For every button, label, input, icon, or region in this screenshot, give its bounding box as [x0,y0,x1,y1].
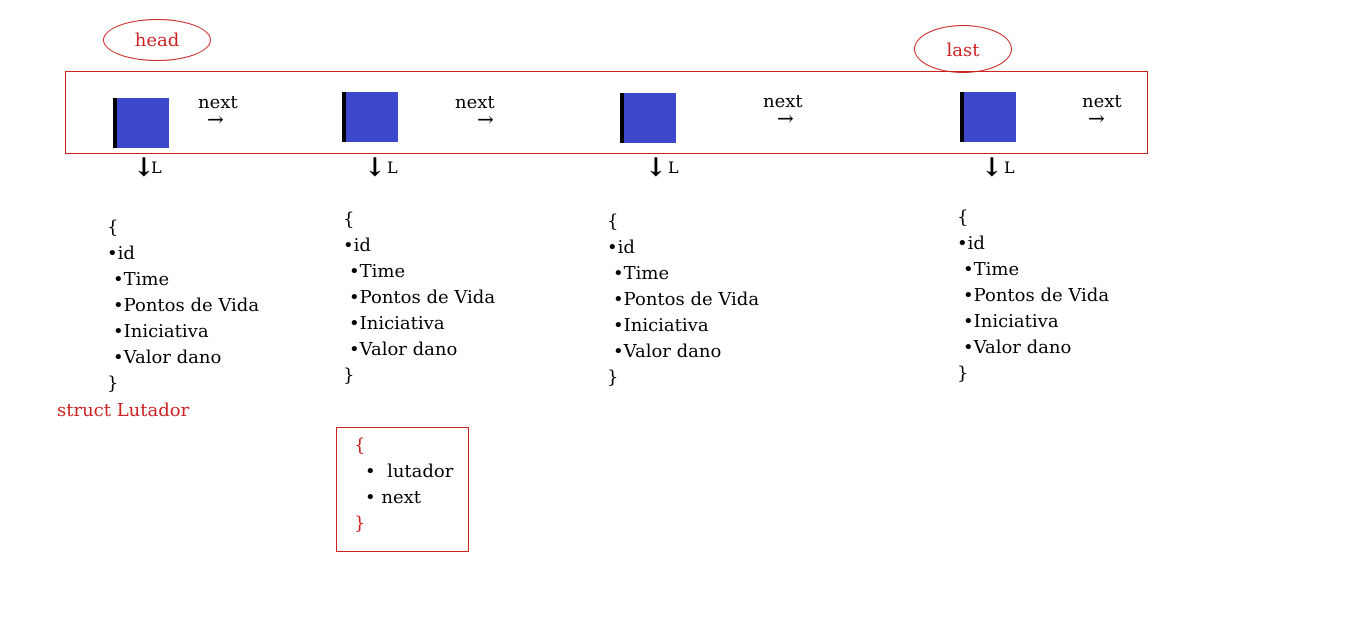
next-arrow-4: → [1088,106,1105,130]
list-node-4 [964,92,1016,142]
struct-field-time: •Time [349,261,406,282]
down-arrow-2: ↓ [364,153,386,183]
struct-open-brace: { [107,217,119,238]
struct-field-valor-dano: •Valor dano [613,341,722,362]
struct-field-valor-dano: •Valor dano [349,339,458,360]
linked-list-box [65,71,1148,154]
struct-field-time: •Time [613,263,670,284]
next-label-3: next [763,91,803,112]
struct-field-iniciativa: •Iniciativa [349,313,445,334]
struct-close-brace: } [957,363,969,384]
struct-open-brace: { [957,207,969,228]
struct-lutador-4: { •id •Time •Pontos de Vida •Iniciativa … [957,205,1109,387]
struct-field-id: •id [607,237,635,258]
struct-field-iniciativa: •Iniciativa [113,321,209,342]
struct-field-time: •Time [963,259,1020,280]
struct-close-brace: } [343,365,355,386]
struct-field-iniciativa: •Iniciativa [963,311,1059,332]
node-struct-field-next: • next [365,487,421,508]
node-struct-field-lutador: • lutador [365,461,454,482]
struct-field-pontos-de-vida: •Pontos de Vida [113,295,260,316]
down-arrow-4: ↓ [981,153,1003,183]
list-node-3 [624,93,676,143]
next-label-2: next [455,92,495,113]
head-label: head [134,29,180,51]
node-struct-open-brace: { [354,435,366,456]
struct-field-id: •id [957,233,985,254]
list-node-2 [346,92,398,142]
next-arrow-3: → [777,106,794,130]
struct-field-valor-dano: •Valor dano [113,347,222,368]
next-label-1: next [198,92,238,113]
l-label-1: L [151,158,162,177]
struct-field-pontos-de-vida: •Pontos de Vida [349,287,496,308]
last-pointer-ellipse: last [914,25,1012,73]
struct-field-id: •id [107,243,135,264]
l-label-4: L [1004,158,1015,177]
struct-lutador-2: { •id •Time •Pontos de Vida •Iniciativa … [343,207,495,389]
node-struct-close-brace: } [354,513,366,534]
struct-field-time: •Time [113,269,170,290]
next-label-4: next [1082,91,1122,112]
struct-close-brace: } [607,367,619,388]
struct-close-brace: } [107,373,119,394]
struct-lutador-1: { •id •Time •Pontos de Vida •Iniciativa … [107,215,259,397]
struct-open-brace: { [343,209,355,230]
down-arrow-1: ↓ [133,153,155,183]
l-label-2: L [387,158,398,177]
l-label-3: L [668,158,679,177]
struct-field-iniciativa: •Iniciativa [613,315,709,336]
struct-lutador-label: struct Lutador [57,400,190,421]
head-pointer-ellipse: head [103,19,211,61]
struct-lutador-3: { •id •Time •Pontos de Vida •Iniciativa … [607,209,759,391]
struct-field-valor-dano: •Valor dano [963,337,1072,358]
struct-field-id: •id [343,235,371,256]
next-arrow-1: → [207,107,224,131]
down-arrow-3: ↓ [645,153,667,183]
list-node-1 [117,98,169,148]
struct-open-brace: { [607,211,619,232]
struct-field-pontos-de-vida: •Pontos de Vida [963,285,1110,306]
node-struct-box: { • lutador • next } [336,427,469,552]
next-arrow-2: → [477,107,494,131]
struct-field-pontos-de-vida: •Pontos de Vida [613,289,760,310]
last-label: last [946,40,980,61]
